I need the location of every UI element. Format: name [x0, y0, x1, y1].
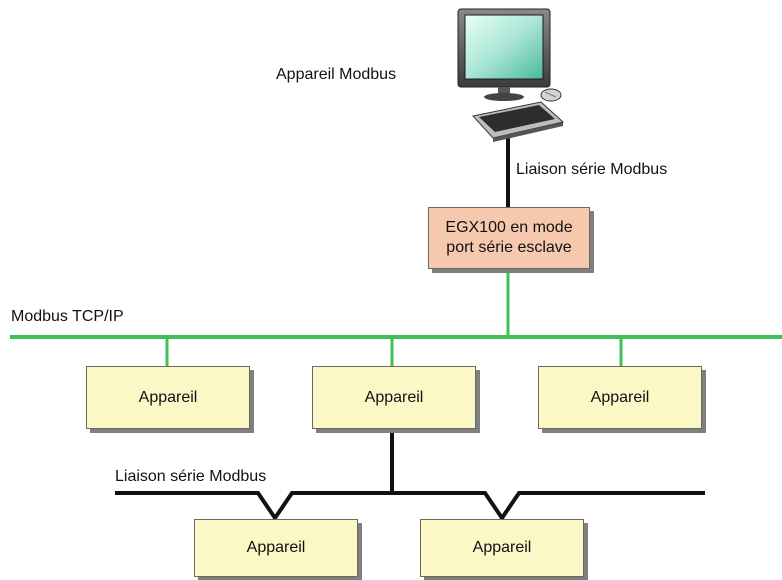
serial-link-bottom-label: Liaison série Modbus — [115, 468, 267, 485]
top-device-label: Appareil Modbus — [276, 66, 397, 83]
device-label-2: Appareil — [364, 388, 424, 406]
device-label-5: Appareil — [472, 539, 532, 556]
device-box-3: Appareil — [538, 366, 702, 429]
device-label-4: Appareil — [246, 539, 306, 556]
serial-bus-bottom-line — [115, 491, 705, 522]
tcp-ip-label: Modbus TCP/IP — [11, 308, 124, 325]
egx-line-2: port série esclave — [446, 239, 572, 256]
egx100-gateway-box: EGX100 en mode port série esclave — [428, 207, 590, 269]
egx-line-1: EGX100 en mode — [445, 219, 573, 236]
serial-link-top-label: Liaison série Modbus — [516, 161, 668, 178]
device-box-4: Appareil — [194, 519, 358, 577]
device-label-1: Appareil — [138, 388, 198, 406]
device-box-2: Appareil — [312, 366, 476, 429]
computer-workstation-icon — [457, 8, 565, 142]
device-label-3: Appareil — [590, 388, 650, 406]
device-box-5: Appareil — [420, 519, 584, 577]
device-box-1: Appareil — [86, 366, 250, 429]
